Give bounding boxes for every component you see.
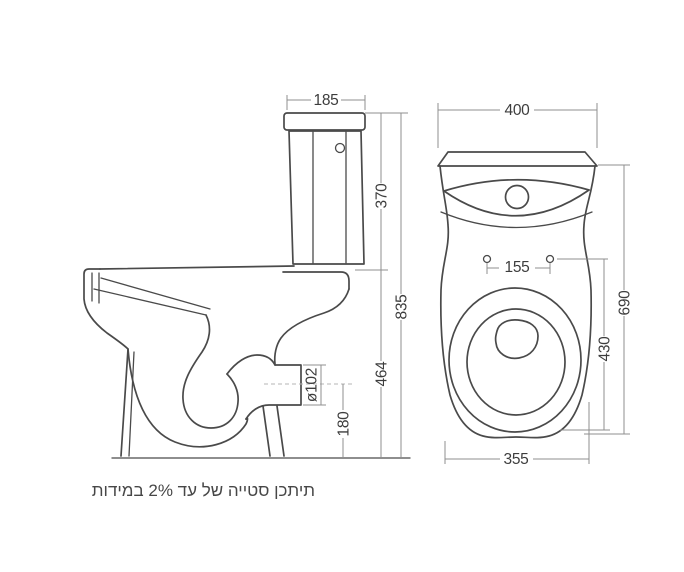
dim-body-height-label: 690: [616, 290, 633, 316]
front-tank-lower-curve: [443, 189, 590, 217]
dim-tank-width-label: 400: [505, 102, 531, 119]
side-tank-body: [288, 130, 365, 265]
front-seat-hole-right: [545, 254, 555, 264]
dim-tank-top-width: 185: [286, 92, 366, 110]
front-rim-inner-oval: [466, 308, 566, 416]
side-rim-section-lines: [93, 277, 211, 316]
front-tank-upper-curve: [443, 178, 590, 192]
front-seat-hole-left: [482, 254, 492, 264]
dim-seat-hole-spacing-label: 155: [505, 259, 530, 276]
front-tank-lid: [437, 151, 598, 167]
side-view: 185 370 464 835 ø102: [83, 92, 411, 459]
side-tank-lid: [283, 112, 366, 131]
dim-outlet-diameter: ø102: [303, 364, 326, 406]
side-back-channel: [273, 288, 350, 365]
side-platform-shelf: [282, 271, 350, 290]
front-trap-opening: [494, 319, 539, 360]
side-outlet-spigot: [245, 364, 302, 420]
front-tank-skirt-curve: [440, 211, 593, 229]
dim-bowl-length: 430: [557, 258, 613, 431]
front-flush-button-icon: [504, 184, 530, 210]
dim-tank-height: 370: [355, 112, 408, 271]
front-body-outline: [439, 165, 596, 439]
dim-bowl-height-label: 464: [373, 361, 390, 387]
dim-tank-width: 400: [437, 102, 598, 148]
dim-seat-hole-spacing: 155: [486, 259, 551, 276]
side-flush-button-icon: [334, 142, 346, 154]
dim-outlet-diameter-label: ø102: [303, 368, 320, 402]
dim-tank-top-width-label: 185: [314, 92, 339, 109]
side-tank-crease-lines: [312, 131, 347, 264]
dim-total-height-label: 835: [393, 295, 410, 320]
dim-base-width: 355: [444, 402, 590, 468]
side-bowl-front-outline: [83, 268, 129, 457]
side-front-leg-inner: [128, 351, 135, 457]
dim-outlet-center-height-label: 180: [335, 411, 352, 437]
dim-base-width-label: 355: [504, 451, 529, 468]
dim-body-height: 690: [584, 164, 633, 435]
side-sump-inner: [182, 314, 239, 429]
front-rim-outer-oval: [448, 287, 582, 433]
dim-tank-height-label: 370: [373, 183, 390, 209]
side-seat-top: [99, 265, 295, 270]
dim-total-height: 835: [393, 113, 410, 458]
dim-bowl-height: 464: [373, 270, 390, 458]
side-rim-lip: [91, 272, 100, 304]
side-sump-outer: [127, 348, 249, 448]
side-back-leg: [262, 405, 285, 457]
tolerance-note: תיתכן סטייה של עד 2% במידות: [91, 481, 315, 500]
dim-bowl-length-label: 430: [596, 336, 613, 362]
dim-outlet-center-height: 180: [335, 384, 352, 458]
front-view: 400 155 430 690 355: [437, 102, 633, 468]
side-trap-weir: [226, 354, 276, 375]
